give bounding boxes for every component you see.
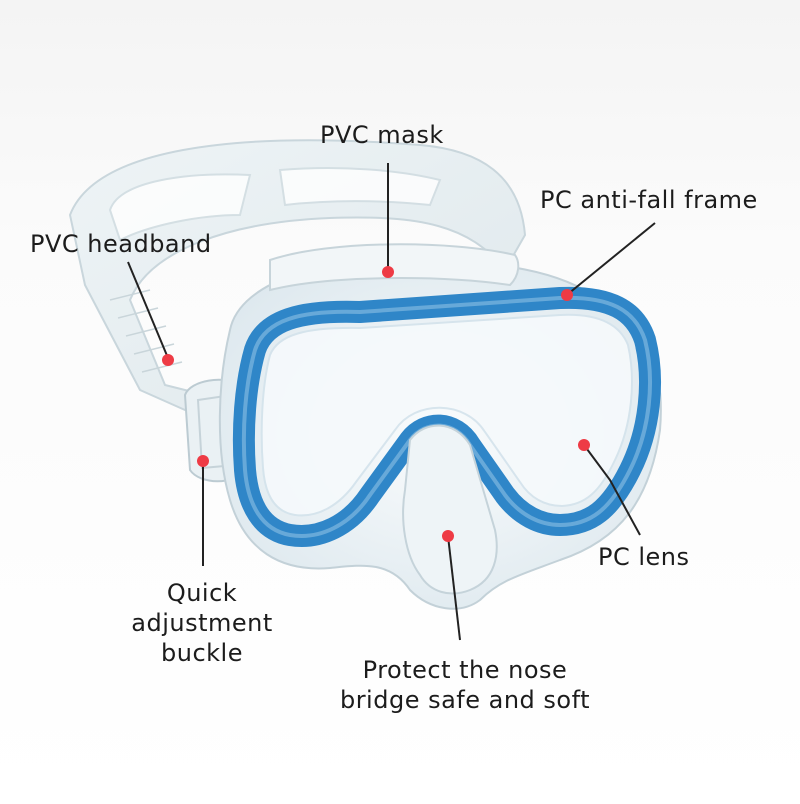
label-pc-anti-fall-frame: PC anti-fall frame <box>540 186 758 214</box>
label-buckle-line-3: buckle <box>161 639 243 667</box>
leader-line-frame <box>567 222 656 295</box>
nose-pocket <box>402 424 498 595</box>
leader-line-headband <box>127 261 169 359</box>
marker-pvc-headband <box>162 354 174 366</box>
label-nose-bridge: Protect the nose bridge safe and soft <box>340 655 590 715</box>
label-pc-lens: PC lens <box>598 543 690 571</box>
marker-buckle <box>197 455 209 467</box>
label-pvc-headband: PVC headband <box>30 230 212 258</box>
pc-lens <box>260 313 633 517</box>
leader-lines <box>127 163 656 641</box>
markers <box>162 266 590 542</box>
label-nose-line-1: Protect the nose <box>362 656 568 684</box>
marker-pvc-mask <box>382 266 394 278</box>
marker-nose <box>442 530 454 542</box>
leader-line-nose <box>447 535 461 641</box>
label-quick-adjustment-buckle: Quick adjustment buckle <box>131 578 273 668</box>
leader-line-lens <box>583 444 641 536</box>
marker-pc-lens <box>578 439 590 451</box>
marker-pc-frame <box>561 289 573 301</box>
label-nose-line-2: bridge safe and soft <box>339 686 591 714</box>
label-pvc-mask: PVC mask <box>320 121 444 149</box>
pc-anti-fall-frame <box>232 286 661 547</box>
label-buckle-line-1: Quick <box>166 579 238 607</box>
label-buckle-line-2: adjustment <box>131 609 273 637</box>
